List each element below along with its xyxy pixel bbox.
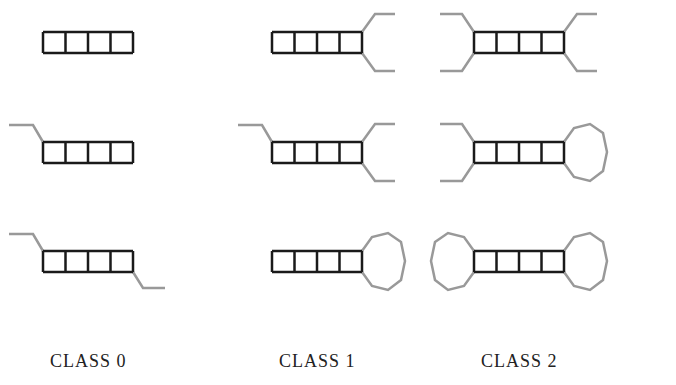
class-label: CLASS 1 — [279, 351, 356, 372]
fork-overhang-duplex — [238, 124, 395, 181]
double-hairpin-duplex — [431, 233, 607, 290]
overhang-duplex — [9, 125, 133, 163]
double-fork-duplex — [440, 14, 597, 71]
hairpin-duplex — [272, 233, 405, 290]
class-label: CLASS 0 — [50, 351, 127, 372]
double-overhang-duplex — [9, 234, 165, 288]
fork-hairpin-duplex — [440, 124, 607, 181]
class-label: CLASS 2 — [481, 351, 558, 372]
fork-duplex — [272, 14, 395, 71]
blunt-duplex — [43, 32, 133, 53]
